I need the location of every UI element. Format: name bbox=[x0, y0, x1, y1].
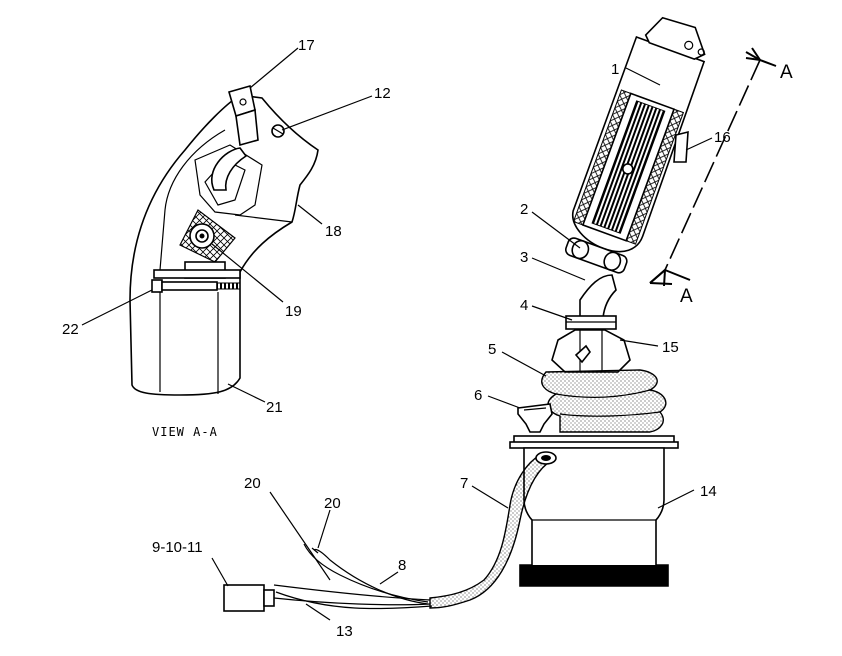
callout-4: 4 bbox=[520, 297, 528, 314]
connector-9-10-11 bbox=[223, 584, 265, 612]
callout-20-right: 20 bbox=[324, 495, 341, 512]
callout-1: 1 bbox=[611, 61, 619, 78]
callout-18: 18 bbox=[325, 223, 342, 240]
callout-3: 3 bbox=[520, 249, 528, 266]
callout-21: 21 bbox=[266, 399, 283, 416]
callout-15: 15 bbox=[662, 339, 679, 356]
handle-view-a-a bbox=[129, 84, 319, 396]
clip-17 bbox=[228, 84, 259, 147]
section-mark-a-bottom: A bbox=[680, 286, 693, 307]
callout-20-left: 20 bbox=[244, 475, 261, 492]
callout-7: 7 bbox=[460, 475, 468, 492]
callout-22: 22 bbox=[62, 321, 79, 338]
callout-19: 19 bbox=[285, 303, 302, 320]
handle-assembly bbox=[223, 16, 706, 612]
callout-13: 13 bbox=[336, 623, 353, 640]
callout-14: 14 bbox=[700, 483, 717, 500]
callout-5: 5 bbox=[488, 341, 496, 358]
callout-8: 8 bbox=[398, 557, 406, 574]
callout-16: 16 bbox=[714, 129, 731, 146]
leaders-view-a-a bbox=[81, 47, 373, 403]
section-line-a-a bbox=[649, 47, 777, 287]
callout-2: 2 bbox=[520, 201, 528, 218]
view-caption: VIEW A-A bbox=[152, 425, 218, 439]
bolt-6 bbox=[517, 403, 553, 433]
callout-6: 6 bbox=[474, 387, 482, 404]
leaders-assembly bbox=[211, 67, 713, 621]
bolt-22 bbox=[151, 279, 241, 293]
callout-12: 12 bbox=[374, 85, 391, 102]
switch-19 bbox=[179, 209, 236, 263]
callout-9-10-11: 9-10-11 bbox=[152, 539, 203, 556]
callout-17: 17 bbox=[298, 37, 315, 54]
section-mark-a-top: A bbox=[780, 62, 793, 83]
